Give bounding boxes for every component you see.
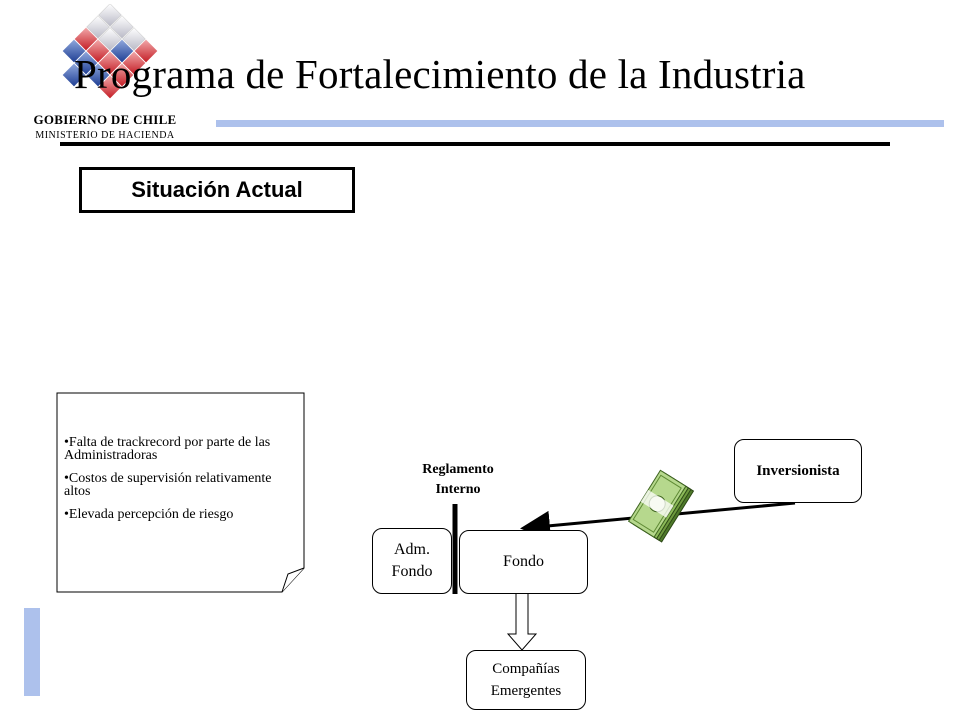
money-stack-icon <box>627 469 695 543</box>
note-card <box>56 392 306 594</box>
reglamento-label: Reglamento Interno <box>398 460 518 500</box>
emerging-companies-line2: Emergentes <box>490 683 562 699</box>
government-name: GOBIERNO DE CHILE <box>33 112 177 127</box>
fund-admin-node: Adm. Fondo <box>372 528 452 594</box>
emerging-companies-line1: Compañías <box>492 661 560 677</box>
reglamento-label-line2: Interno <box>435 482 481 497</box>
investor-node: Inversionista <box>734 439 862 503</box>
ministry-name: MINISTERIO DE HACIENDA <box>35 130 175 141</box>
emerging-companies-node: Compañías Emergentes <box>466 650 586 710</box>
list-item: •Falta de trackrecord por parte de las A… <box>64 435 271 463</box>
fund-admin-line1: Adm. <box>394 541 430 558</box>
fund-admin-line2: Fondo <box>391 563 433 580</box>
note-list: •Falta de trackrecord por parte de las A… <box>64 436 300 531</box>
government-logo-icon <box>62 4 158 99</box>
reglamento-label-line1: Reglamento <box>422 462 494 477</box>
section-title: Situación Actual <box>79 167 355 213</box>
list-item: •Costos de supervisión relativamente alt… <box>64 471 272 499</box>
list-item: •Elevada percepción de riesgo <box>64 507 234 522</box>
capital-flow-arrow <box>506 591 538 651</box>
header-accent-bar <box>216 120 944 127</box>
footer-accent-bar <box>24 608 40 696</box>
page-title: Programa de Fortalecimiento de la Indust… <box>74 51 806 97</box>
header-divider <box>60 142 890 146</box>
fund-node: Fondo <box>459 530 588 594</box>
